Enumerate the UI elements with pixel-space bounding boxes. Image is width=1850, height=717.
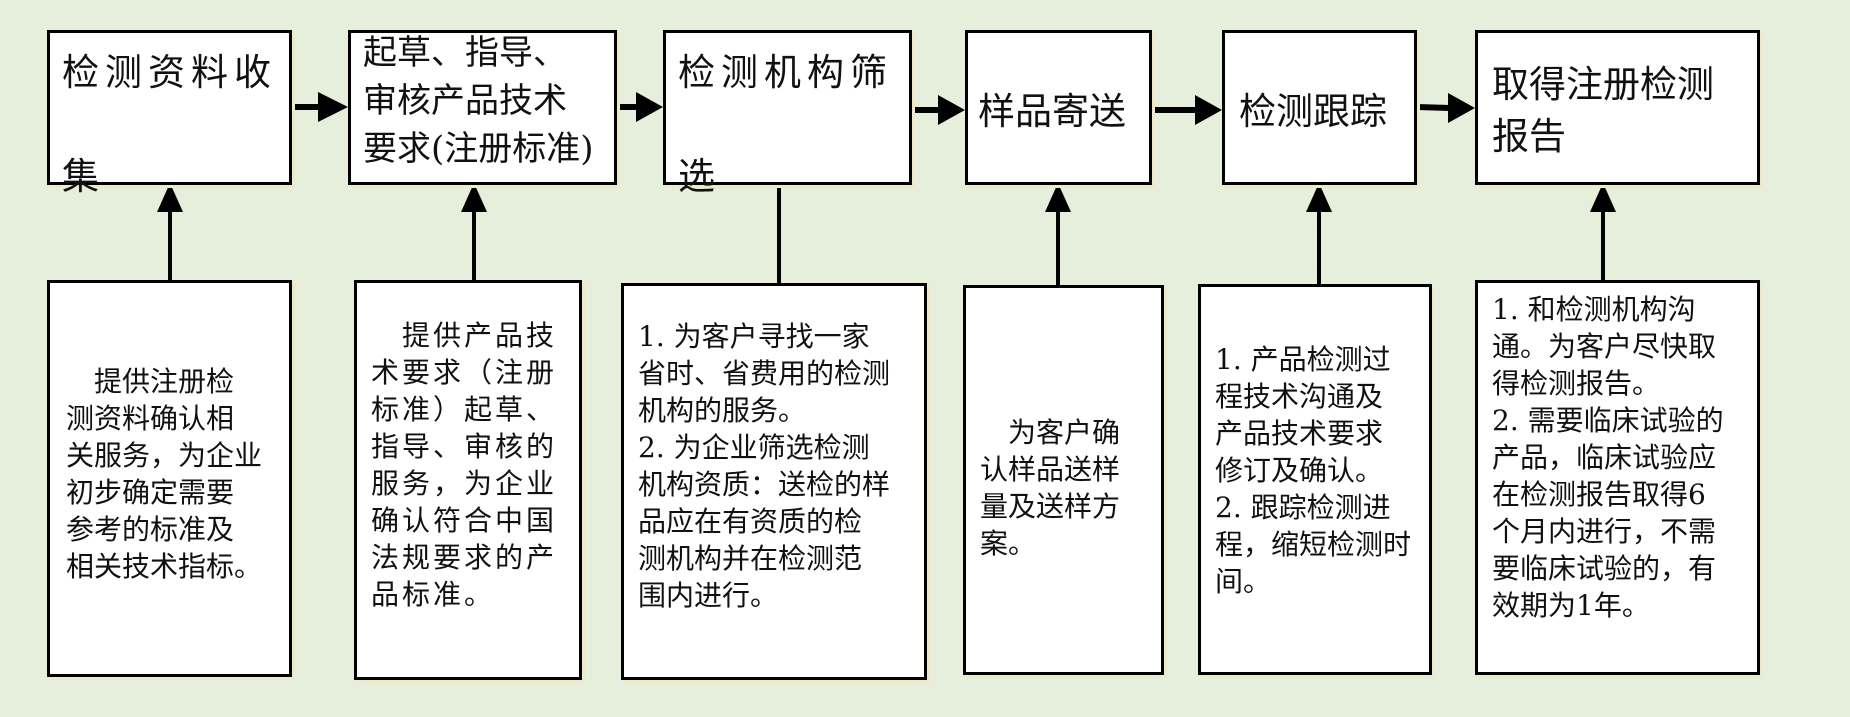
step-box-lab-screening: 检测机构筛 选 xyxy=(663,30,912,198)
step-box-test-tracking: 检测跟踪 xyxy=(1222,30,1417,185)
desc-box-lab-screening: 1. 为客户寻找一家 省时、省费用的检测 机构的服务。 2. 为企业筛选检测 机… xyxy=(621,283,927,680)
support-arrow-4-icon xyxy=(1045,183,1071,285)
flow-arrow-5-6-icon xyxy=(1416,93,1475,123)
flow-arrows xyxy=(292,92,1475,125)
step-label: 检测资料收 集 xyxy=(62,51,277,198)
step-label: 检测跟踪 xyxy=(1239,90,1387,133)
desc-box-technical-requirements: 提供产品技 术要求（注册 标准）起草、 指导、审核的 服务，为企业 确认符合中国… xyxy=(354,280,582,680)
flow-arrow-3-4-icon xyxy=(912,95,965,125)
desc-text: 1. 为客户寻找一家 省时、省费用的检测 机构的服务。 2. 为企业筛选检测 机… xyxy=(638,320,891,612)
support-arrows xyxy=(157,160,1616,285)
desc-text: 为客户确 认样品送样 量及送样方 案。 xyxy=(980,416,1121,560)
support-arrow-1-icon xyxy=(157,183,183,280)
step-label: 样品寄送 xyxy=(978,90,1126,133)
support-arrow-5-icon xyxy=(1306,183,1332,284)
desc-box-test-tracking: 1. 产品检测过 程技术沟通及 产品技术要求 修订及确认。 2. 跟踪检测进 程… xyxy=(1198,284,1432,675)
desc-text: 提供产品技 术要求（注册 标准）起草、 指导、审核的 服务，为企业 确认符合中国… xyxy=(371,319,558,611)
desc-box-sample-shipping: 为客户确 认样品送样 量及送样方 案。 xyxy=(963,285,1164,675)
step-label: 取得注册检测 报告 xyxy=(1492,63,1714,158)
flow-arrow-2-3-icon xyxy=(617,92,663,122)
step-label: 起草、指导、 审核产品技术 要求(注册标准) xyxy=(363,33,594,169)
desc-box-material-collection: 提供注册检 测资料确认相 关服务，为企业 初步确定需要 参考的标准及 相关技术指… xyxy=(47,280,292,677)
desc-text: 1. 和检测机构沟 通。为客户尽快取 得检测报告。 2. 需要临床试验的 产品，… xyxy=(1492,293,1724,622)
desc-text: 提供注册检 测资料确认相 关服务，为企业 初步确定需要 参考的标准及 相关技术指… xyxy=(66,365,263,583)
step-box-material-collection: 检测资料收 集 xyxy=(47,30,292,198)
step-box-obtain-report: 取得注册检测 报告 xyxy=(1475,30,1760,185)
desc-text: 1. 产品检测过 程技术沟通及 产品技术要求 修订及确认。 2. 跟踪检测进 程… xyxy=(1215,343,1412,598)
flow-arrow-1-2-icon xyxy=(292,92,348,122)
step-label: 检测机构筛 选 xyxy=(678,51,893,198)
support-arrow-6-icon xyxy=(1590,183,1616,280)
flow-arrow-4-5-icon xyxy=(1152,95,1222,125)
step-box-technical-requirements: 起草、指导、 审核产品技术 要求(注册标准) xyxy=(348,30,617,185)
desc-box-obtain-report: 1. 和检测机构沟 通。为客户尽快取 得检测报告。 2. 需要临床试验的 产品，… xyxy=(1475,280,1760,675)
support-arrow-2-icon xyxy=(461,183,487,280)
step-box-sample-shipping: 样品寄送 xyxy=(965,30,1152,185)
